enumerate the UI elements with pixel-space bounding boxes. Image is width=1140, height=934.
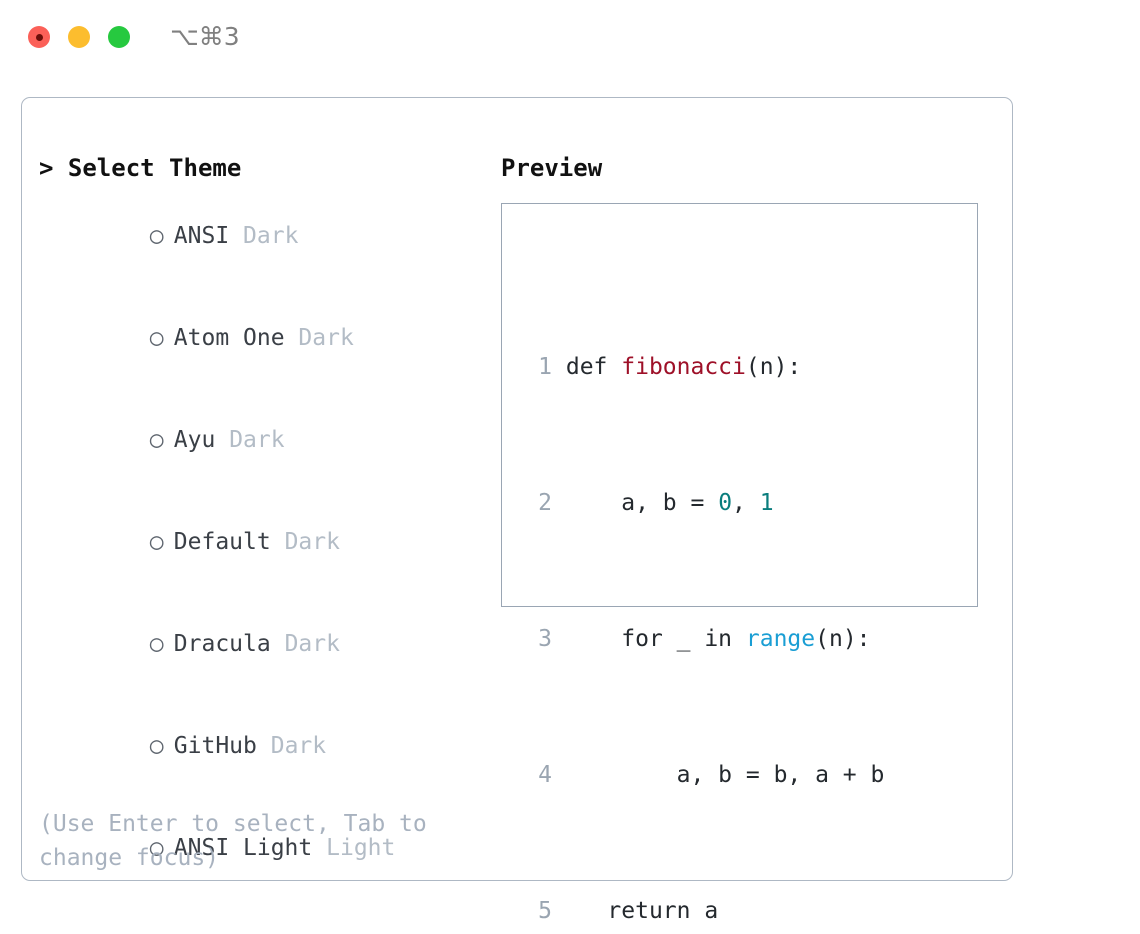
theme-option-ansi-light[interactable]: ○ ANSI Light Light xyxy=(39,797,479,899)
traffic-lights xyxy=(28,26,130,48)
radio-unselected-icon: ○ xyxy=(149,529,164,555)
minimize-button-icon[interactable] xyxy=(68,26,90,48)
theme-label: Atom One xyxy=(173,325,285,351)
theme-option-default[interactable]: ○ Default Dark xyxy=(39,491,479,593)
code-line: 5 return a xyxy=(526,894,920,928)
code-token: , xyxy=(732,490,760,516)
preview-code: 1 def fibonacci(n): 2 a, b = 0, 1 3 for … xyxy=(526,248,920,934)
code-line: 4 a, b = b, a + b xyxy=(526,758,920,792)
theme-tag: Dark xyxy=(243,223,299,249)
theme-label: Default xyxy=(173,529,271,555)
theme-picker-column: > Select Theme ○ ANSI Dark ○ Atom One Dark… xyxy=(39,151,479,934)
select-theme-header: > Select Theme xyxy=(39,154,242,182)
theme-tag: Dark xyxy=(284,529,340,555)
code-token-function: fibonacci xyxy=(621,354,746,380)
radio-unselected-icon: ○ xyxy=(149,733,164,759)
code-token: (n): xyxy=(815,626,871,652)
theme-option-ansi[interactable]: ○ ANSI Dark xyxy=(39,185,479,287)
theme-label: GitHub xyxy=(173,733,257,759)
main-panel: > Select Theme ○ ANSI Dark ○ Atom One Dark… xyxy=(21,97,1013,924)
theme-tag: Dark xyxy=(229,427,285,453)
code-token: a, b = xyxy=(565,490,719,516)
theme-option-github[interactable]: ○ GitHub Dark xyxy=(39,695,479,797)
preview-column: Preview xyxy=(501,151,991,185)
line-number: 3 xyxy=(538,626,552,652)
theme-label: Dracula xyxy=(173,631,271,657)
theme-tag: Light xyxy=(326,835,396,861)
code-token: (n): xyxy=(745,354,802,380)
theme-option-ayu-light[interactable]: ○Ayu Light Light xyxy=(39,899,479,934)
theme-option-dracula[interactable]: ○ Dracula Dark xyxy=(39,593,479,695)
maximize-button-icon[interactable] xyxy=(108,26,130,48)
theme-tag: Dark xyxy=(284,631,340,657)
code-line: 2 a, b = 0, 1 xyxy=(526,486,920,520)
theme-label: ANSI Light xyxy=(173,835,313,861)
code-token-number: 0 xyxy=(718,490,733,516)
line-number: 2 xyxy=(538,490,552,516)
theme-tag: Dark xyxy=(270,733,327,759)
radio-unselected-icon: ○ xyxy=(149,325,164,351)
line-number: 1 xyxy=(538,354,552,380)
code-token: return a xyxy=(565,898,719,924)
radio-unselected-icon: ○ xyxy=(149,223,164,249)
keyboard-shortcut-label: ⌥⌘3 xyxy=(170,22,240,51)
code-token-number: 1 xyxy=(759,490,774,516)
keyboard-hint-text: (Use Enter to select, Tab to change focu… xyxy=(39,811,427,871)
line-number: 5 xyxy=(538,898,552,924)
radio-unselected-icon: ○ xyxy=(149,631,164,657)
code-token: def xyxy=(565,354,622,380)
radio-unselected-icon: ○ xyxy=(149,835,164,861)
preview-title: Preview xyxy=(501,154,603,182)
preview-box: 1 def fibonacci(n): 2 a, b = 0, 1 3 for … xyxy=(501,203,978,924)
theme-label: ANSI xyxy=(173,223,230,249)
theme-option-atom-one[interactable]: ○ Atom One Dark xyxy=(39,287,479,389)
line-number: 4 xyxy=(538,762,552,788)
code-line: 1 def fibonacci(n): xyxy=(526,350,920,384)
code-line: 3 for _ in range(n): xyxy=(526,622,920,656)
code-token-call: range xyxy=(745,626,816,652)
code-token: a, b = b, a + b xyxy=(565,762,885,788)
theme-tag: Dark xyxy=(298,325,354,351)
radio-unselected-icon: ○ xyxy=(149,427,164,453)
code-token: for _ in xyxy=(565,626,746,652)
close-button-icon[interactable] xyxy=(28,26,50,48)
theme-option-ayu[interactable]: ○ Ayu Dark xyxy=(39,389,479,491)
theme-label: Ayu xyxy=(173,427,216,453)
title-bar: ⌥⌘3 xyxy=(0,0,1140,78)
